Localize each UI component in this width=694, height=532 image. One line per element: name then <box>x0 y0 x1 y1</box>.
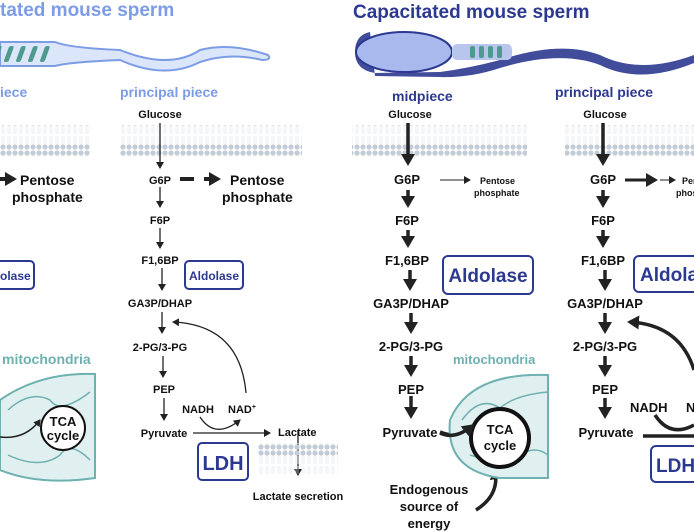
left-panel-title: tated mouse sperm <box>0 0 174 21</box>
cell-membrane <box>0 125 90 157</box>
metabolite-glucose: Glucose <box>138 109 181 121</box>
metabolite-ga3p-dhap: GA3P/DHAP <box>128 298 192 310</box>
metabolite-f6p: F6P <box>150 215 170 227</box>
pentose-phosphate-label: Pentose <box>230 172 285 188</box>
nad-text: NAD <box>228 404 252 416</box>
left-principal-piece-label: principal piece <box>120 84 218 100</box>
right-principal-piece-label: principal piece <box>555 84 653 100</box>
metabolite-2pg-3pg: 2-PG/3-PG <box>133 342 187 354</box>
cell-membrane <box>258 443 338 474</box>
aldolase-box <box>0 260 35 290</box>
mitochondria-illustration <box>448 373 549 479</box>
aldolase-label: Aldolase <box>189 269 239 283</box>
endogenous-energy-label: Endogenous source of energy <box>390 482 469 531</box>
ldh-box <box>197 442 249 481</box>
metabolite-pep: PEP <box>592 382 618 397</box>
nad-label: N <box>686 400 694 415</box>
metabolite-f6p: F6P <box>591 213 615 228</box>
nad-superscript: + <box>252 404 256 411</box>
lactate-secretion-label: Lactate secretion <box>253 491 344 503</box>
pentose-phosphate-label: Pentose <box>480 176 515 186</box>
metabolite-2pg-3pg: 2-PG/3-PG <box>573 339 637 354</box>
cell-membrane <box>565 125 694 157</box>
metabolite-ga3p-dhap: GA3P/DHAP <box>373 296 449 311</box>
metabolite-g6p: G6P <box>590 172 616 187</box>
left-midpiece-label: iece <box>0 84 27 100</box>
aldolase-label: olase <box>0 269 31 283</box>
metabolite-f16bp: F1,6BP <box>581 253 625 268</box>
metabolite-glucose: Glucose <box>583 109 626 121</box>
mitochondria-illustration <box>0 372 96 482</box>
tca-cycle-label: cycle <box>484 438 517 453</box>
pentose-phosphate-label: phosphate <box>474 188 520 198</box>
pentose-phosphate-label: Pentose <box>20 172 75 188</box>
aldolase-box <box>633 255 694 293</box>
cell-membrane <box>120 125 302 157</box>
pentose-phosphate-label: phosp <box>676 188 694 198</box>
glycolysis-arrows <box>596 123 694 438</box>
metabolite-pep: PEP <box>153 384 175 396</box>
right-midpiece-label: midpiece <box>392 88 453 104</box>
tca-cycle-label: TCA <box>50 414 77 429</box>
metabolite-glucose: Glucose <box>388 109 431 121</box>
aldolase-label: Aldola <box>640 265 694 286</box>
metabolite-pyruvate: Pyruvate <box>579 425 634 440</box>
endogenous-line: Endogenous <box>390 482 469 497</box>
metabolite-f16bp: F1,6BP <box>141 255 178 267</box>
ldh-label: LDH <box>202 453 243 475</box>
pentose-phosphate-label: Pent <box>682 176 694 186</box>
nadh-label: NADH <box>182 404 214 416</box>
cell-membrane <box>352 125 527 157</box>
tca-cycle-label: cycle <box>47 428 80 443</box>
glycolysis-arrows <box>156 123 302 476</box>
metabolite-f16bp: F1,6BP <box>385 253 429 268</box>
metabolite-f6p: F6P <box>395 213 419 228</box>
metabolite-lactate: Lactate <box>278 427 317 439</box>
metabolite-g6p: G6P <box>394 172 420 187</box>
aldolase-label: Aldolase <box>448 266 527 287</box>
nad-label: NAD+ <box>228 404 256 416</box>
metabolite-pyruvate: Pyruvate <box>141 428 187 440</box>
tca-arrows <box>439 424 475 438</box>
pentose-phosphate-label: phosphate <box>222 189 293 205</box>
mitochondria-label: mitochondria <box>453 352 536 367</box>
metabolite-2pg-3pg: 2-PG/3-PG <box>379 339 443 354</box>
metabolite-g6p: G6P <box>149 175 171 187</box>
aldolase-box <box>184 260 244 290</box>
endogenous-line: energy <box>408 516 451 531</box>
non-capacitated-sperm-illustration <box>0 41 271 72</box>
ldh-label: LDH <box>656 456 694 477</box>
metabolite-pyruvate: Pyruvate <box>383 425 438 440</box>
nadh-label: NADH <box>630 400 668 415</box>
right-panel-title: Capacitated mouse sperm <box>353 2 590 23</box>
mitochondria-label: mitochondria <box>2 351 91 367</box>
metabolite-ga3p-dhap: GA3P/DHAP <box>567 296 643 311</box>
endogenous-line: source of <box>400 499 459 514</box>
tca-cycle-label: TCA <box>487 422 514 437</box>
pentose-phosphate-label: phosphate <box>12 189 83 205</box>
capacitated-sperm-illustration <box>355 31 694 78</box>
aldolase-box <box>442 255 534 295</box>
metabolite-pep: PEP <box>398 382 424 397</box>
ldh-box <box>650 445 694 483</box>
